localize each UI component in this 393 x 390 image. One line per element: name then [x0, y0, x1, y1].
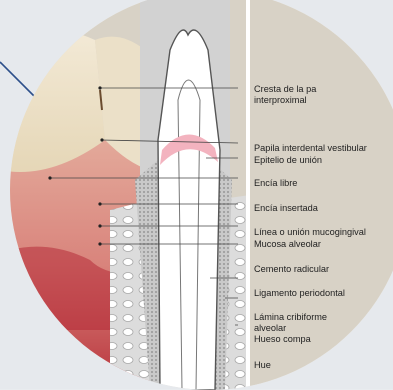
label-encia-insertada: Encía insertada: [254, 203, 318, 214]
label-cresta-line2: interproximal: [254, 95, 307, 105]
label-cresta: Cresta de la pa interproximal: [254, 84, 316, 105]
label-linea: Línea o unión mucogingival: [254, 227, 366, 238]
label-papila: Papila interdental vestibular: [254, 143, 367, 154]
label-cresta-line1: Cresta de la pa: [254, 84, 316, 94]
label-epitelio: Epitelio de unión: [254, 155, 322, 166]
label-encia-libre: Encía libre: [254, 178, 297, 189]
label-lamina-line1: Lámina cribiforme: [254, 312, 327, 322]
label-cemento: Cemento radicular: [254, 264, 329, 275]
label-lamina: Lámina cribiforme alveolar: [254, 312, 327, 333]
label-mucosa: Mucosa alveolar: [254, 239, 321, 250]
label-hueso-compacto: Hueso compa: [254, 334, 311, 345]
label-ligamento: Ligamento periodontal: [254, 288, 345, 299]
tooth-gingiva-diagram: [10, 0, 393, 390]
diagram-circle: Cresta de la pa interproximal Papila int…: [10, 0, 393, 390]
label-lamina-line2: alveolar: [254, 323, 286, 333]
label-hueso: Hue: [254, 360, 271, 371]
